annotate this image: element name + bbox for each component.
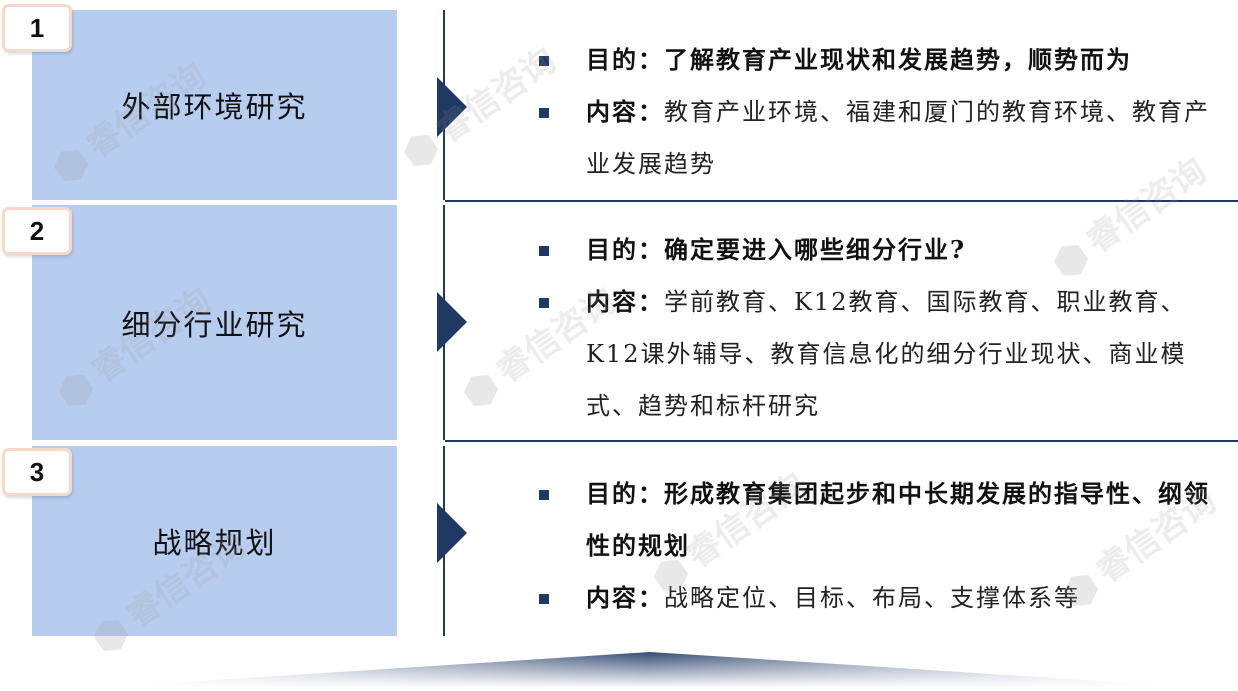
purpose-text: 确定要进入哪些细分行业? xyxy=(664,235,967,264)
section-2-title: 细分行业研究 xyxy=(121,307,308,342)
content-label: 内容： xyxy=(586,287,664,316)
section-3-content: 内容：战略定位、目标、布局、支撑体系等 xyxy=(536,572,1226,624)
content-label: 内容： xyxy=(586,97,664,126)
purpose-label: 目的： xyxy=(586,479,664,508)
section-2-bottom-line xyxy=(445,440,1238,442)
bullet-square-icon xyxy=(539,298,549,308)
section-1-arrow-icon xyxy=(437,77,467,137)
section-3-arrow-icon xyxy=(437,503,467,563)
bullet-square-icon xyxy=(539,56,549,66)
section-1-content: 内容：教育产业环境、福建和厦门的教育环境、教育产业发展趋势 xyxy=(536,86,1226,190)
section-3-number-badge: 3 xyxy=(2,448,72,496)
section-1-box: 外部环境研究 xyxy=(32,10,397,200)
section-3-purpose: 目的：形成教育集团起步和中长期发展的指导性、纲领性的规划 xyxy=(536,468,1226,572)
purpose-label: 目的： xyxy=(586,235,664,264)
section-1-title: 外部环境研究 xyxy=(121,90,308,124)
purpose-label: 目的： xyxy=(586,45,664,74)
section-1-bullets: 目的：了解教育产业现状和发展趋势，顺势而为 内容：教育产业环境、福建和厦门的教育… xyxy=(536,34,1226,190)
section-2-number-badge: 2 xyxy=(2,207,72,255)
content-text: 战略定位、目标、布局、支撑体系等 xyxy=(664,584,1080,612)
content-text: 教育产业环境、福建和厦门的教育环境、教育产业发展趋势 xyxy=(586,98,1210,178)
watermark-logo-icon xyxy=(459,368,503,413)
content-label: 内容： xyxy=(586,583,664,612)
section-3-box: 战略规划 xyxy=(32,446,397,636)
section-3-title: 战略规划 xyxy=(152,526,277,560)
section-3-bullets: 目的：形成教育集团起步和中长期发展的指导性、纲领性的规划 内容：战略定位、目标、… xyxy=(536,468,1226,624)
section-2-arrow-icon xyxy=(437,292,467,352)
bullet-square-icon xyxy=(539,490,549,500)
section-2-content: 内容：学前教育、K12教育、国际教育、职业教育、K12课外辅导、教育信息化的细分… xyxy=(536,276,1226,432)
purpose-text: 形成教育集团起步和中长期发展的指导性、纲领性的规划 xyxy=(586,479,1210,560)
section-1-number-badge: 1 xyxy=(2,4,72,52)
section-2-purpose: 目的：确定要进入哪些细分行业? xyxy=(536,224,1226,276)
bottom-decoration xyxy=(90,648,1210,688)
bullet-square-icon xyxy=(539,246,549,256)
content-text: 学前教育、K12教育、国际教育、职业教育、K12课外辅导、教育信息化的细分行业现… xyxy=(586,288,1187,420)
section-2-box: 细分行业研究 xyxy=(32,205,397,440)
section-1-purpose: 目的：了解教育产业现状和发展趋势，顺势而为 xyxy=(536,34,1226,86)
bullet-square-icon xyxy=(539,108,549,118)
section-1-bottom-line xyxy=(445,200,1238,202)
bullet-square-icon xyxy=(539,594,549,604)
purpose-text: 了解教育产业现状和发展趋势，顺势而为 xyxy=(664,45,1132,74)
section-2-bullets: 目的：确定要进入哪些细分行业? 内容：学前教育、K12教育、国际教育、职业教育、… xyxy=(536,224,1226,432)
